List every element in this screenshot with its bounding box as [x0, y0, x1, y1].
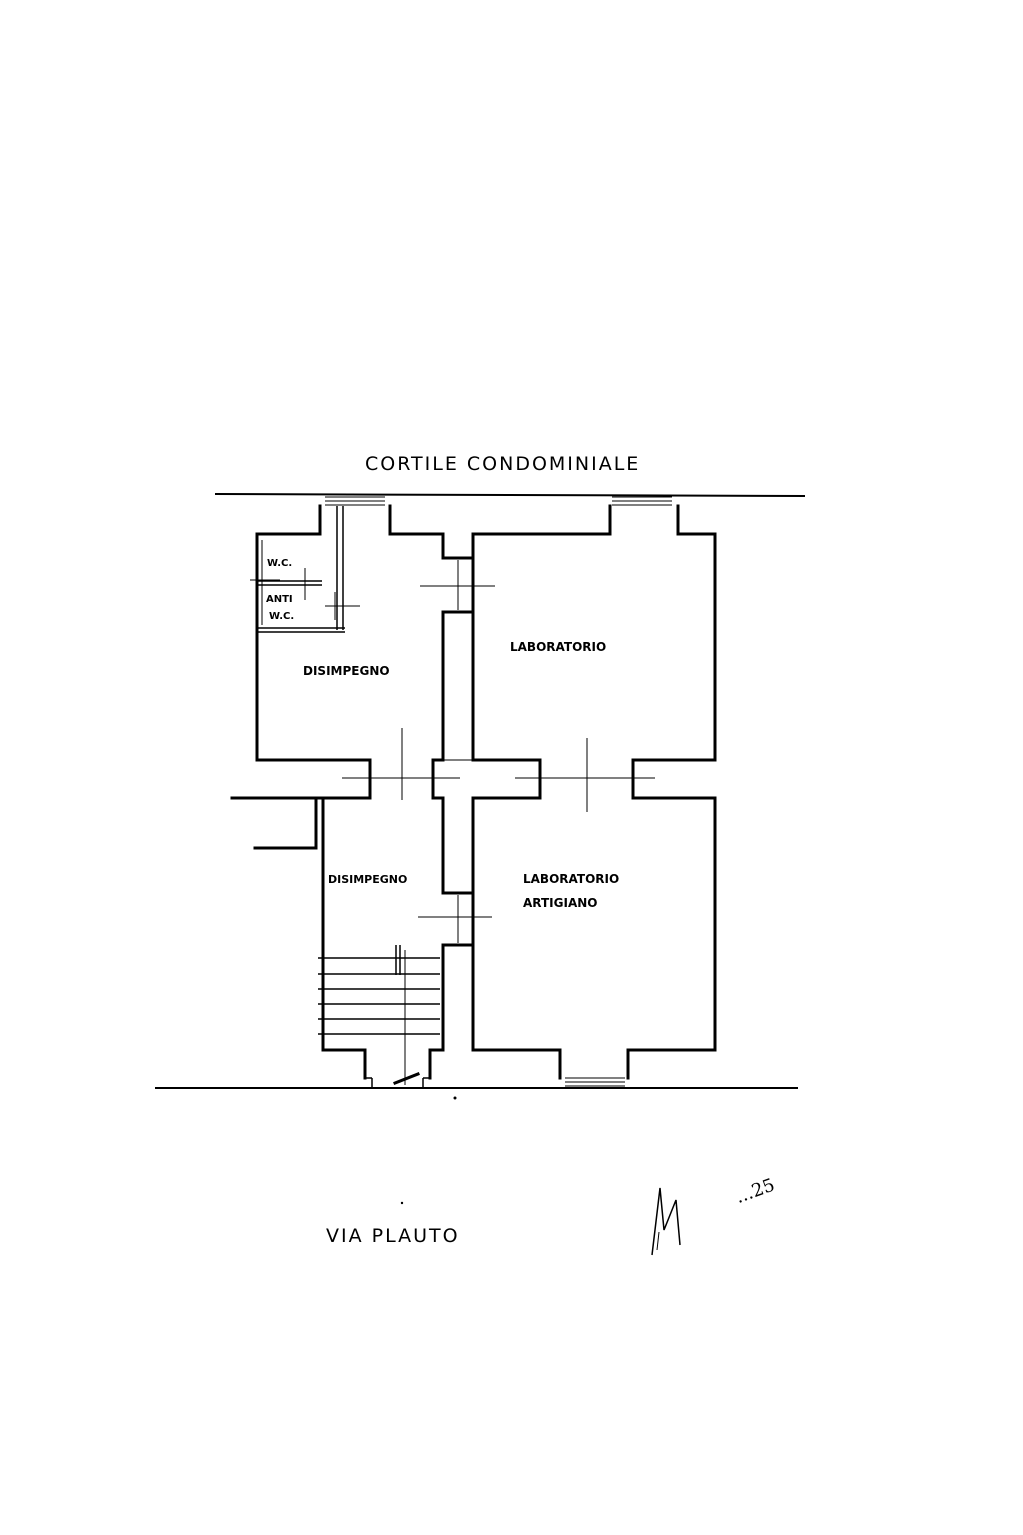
window-top-left	[318, 496, 392, 536]
label-laboratorio-artigiano-1: LABORATORIO	[523, 872, 619, 886]
entrance-bottom	[363, 1048, 432, 1088]
block-bottom-left	[230, 796, 445, 1052]
street-label: VIA PLAUTO	[326, 1225, 460, 1247]
window-top-right	[608, 496, 680, 536]
label-laboratorio: LABORATORIO	[510, 640, 606, 654]
middle-doors	[342, 728, 655, 812]
label-disimpegno-top: DISIMPEGNO	[303, 664, 390, 678]
label-wc: W.C.	[267, 558, 292, 569]
courtyard-label: CORTILE CONDOMINIALE	[365, 453, 640, 475]
room-laboratorio-artigiano	[471, 796, 717, 1087]
block-top-left	[250, 506, 445, 762]
corridor-doors-top	[420, 556, 495, 614]
stairs	[318, 945, 440, 1085]
signature-trailing: ...25	[733, 1175, 778, 1208]
room-laboratorio	[471, 532, 717, 762]
dot-mark	[453, 1096, 457, 1100]
corridor-doors-bottom	[418, 891, 492, 947]
courtyard-boundary-line	[214, 493, 806, 497]
label-anti-wc-2: W.C.	[269, 611, 294, 622]
dot-mark	[400, 1201, 404, 1205]
signature: ...25	[651, 1175, 778, 1256]
label-disimpegno-bottom: DISIMPEGNO	[328, 873, 407, 886]
label-anti-wc-1: ANTI	[266, 594, 293, 605]
label-laboratorio-artigiano-2: ARTIGIANO	[523, 896, 597, 910]
